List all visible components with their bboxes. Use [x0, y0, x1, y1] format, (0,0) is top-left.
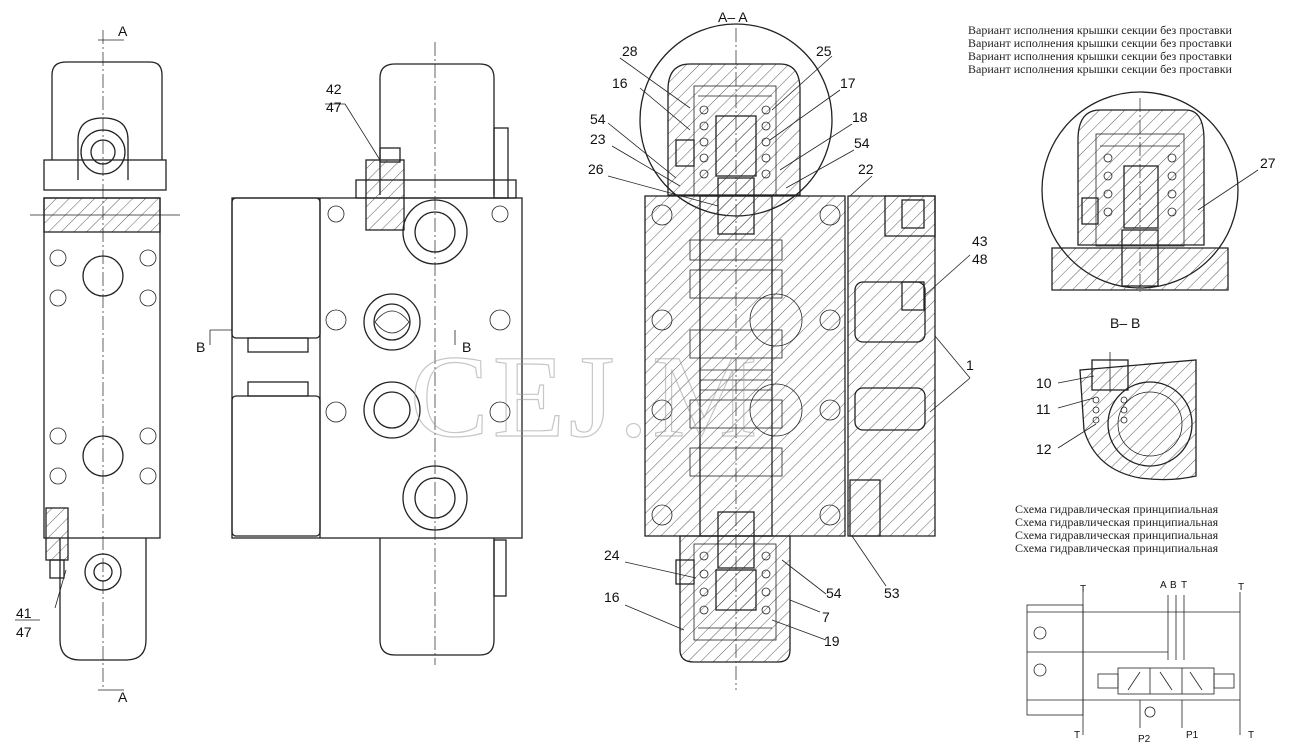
svg-text:26: 26 — [588, 161, 604, 177]
svg-text:47: 47 — [16, 624, 32, 640]
svg-text:27: 27 — [1260, 155, 1276, 171]
svg-text:Вариант исполнения крышки секц: Вариант исполнения крышки секции без про… — [968, 36, 1233, 50]
svg-text:7: 7 — [822, 609, 830, 625]
svg-text:16: 16 — [612, 75, 628, 91]
svg-text:B: B — [1170, 580, 1177, 591]
front-view — [209, 42, 523, 665]
svg-text:43: 43 — [972, 233, 988, 249]
svg-text:54: 54 — [590, 111, 606, 127]
svg-text:25: 25 — [816, 43, 832, 59]
svg-text:T: T — [1080, 584, 1086, 595]
svg-text:41: 41 — [16, 605, 32, 621]
svg-text:54: 54 — [854, 135, 870, 151]
svg-text:P2: P2 — [1138, 734, 1151, 745]
section-b-b — [1079, 352, 1197, 481]
section-title-b-b: B– B — [1110, 315, 1140, 331]
section-a-a — [639, 23, 936, 690]
svg-text:10: 10 — [1036, 375, 1052, 391]
cut-mark-b-left: B — [196, 339, 205, 355]
svg-text:Вариант исполнения крышки секц: Вариант исполнения крышки секции без про… — [968, 49, 1233, 63]
svg-text:Схема гидравлическая принципиа: Схема гидравлическая принципиальная — [1015, 528, 1219, 542]
svg-text:Схема гидравлическая принципиа: Схема гидравлическая принципиальная — [1015, 515, 1219, 529]
part-callouts: 42 47 41 47 28 25 16 17 54 18 23 54 26 2… — [16, 43, 1276, 649]
svg-text:P1: P1 — [1186, 730, 1199, 741]
side-view-left — [30, 30, 180, 691]
svg-text:23: 23 — [590, 131, 606, 147]
svg-text:22: 22 — [858, 161, 874, 177]
svg-text:T: T — [1181, 580, 1187, 591]
svg-text:Вариант исполнения крышки секц: Вариант исполнения крышки секции без про… — [968, 23, 1233, 37]
svg-text:47: 47 — [326, 99, 342, 115]
svg-text:24: 24 — [604, 547, 620, 563]
hydraulic-scheme — [1026, 592, 1241, 735]
svg-text:1: 1 — [966, 357, 974, 373]
svg-text:16: 16 — [604, 589, 620, 605]
svg-text:53: 53 — [884, 585, 900, 601]
cut-mark-b-right: B — [462, 339, 471, 355]
svg-text:Вариант исполнения крышки секц: Вариант исполнения крышки секции без про… — [968, 62, 1233, 76]
section-title-a-a: A– A — [718, 9, 748, 25]
detail-variant-view — [1041, 91, 1239, 292]
svg-text:A: A — [1160, 580, 1167, 591]
watermark: CEJ.M — [410, 331, 761, 462]
svg-text:18: 18 — [852, 109, 868, 125]
svg-text:Схема гидравлическая принципиа: Схема гидравлическая принципиальная — [1015, 502, 1219, 516]
svg-text:17: 17 — [840, 75, 856, 91]
svg-text:11: 11 — [1036, 401, 1051, 417]
svg-text:T: T — [1238, 582, 1244, 593]
scheme-port-labels: T A B T T T T P2 P1 — [1074, 580, 1254, 745]
note-variant: Вариант исполнения крышки секции без про… — [968, 23, 1233, 76]
svg-text:Схема гидравлическая принципиа: Схема гидравлическая принципиальная — [1015, 541, 1219, 555]
cut-mark-a-top: A — [118, 23, 128, 39]
svg-text:42: 42 — [326, 81, 342, 97]
svg-text:48: 48 — [972, 251, 988, 267]
leader-lines — [15, 55, 1259, 641]
svg-text:T: T — [1248, 730, 1254, 741]
svg-text:12: 12 — [1036, 441, 1052, 457]
svg-text:T: T — [1074, 730, 1080, 741]
note-scheme: Схема гидравлическая принципиальная Схем… — [1015, 502, 1219, 555]
svg-text:19: 19 — [824, 633, 840, 649]
svg-text:28: 28 — [622, 43, 638, 59]
svg-text:54: 54 — [826, 585, 842, 601]
cut-mark-a-bottom: A — [118, 689, 128, 705]
